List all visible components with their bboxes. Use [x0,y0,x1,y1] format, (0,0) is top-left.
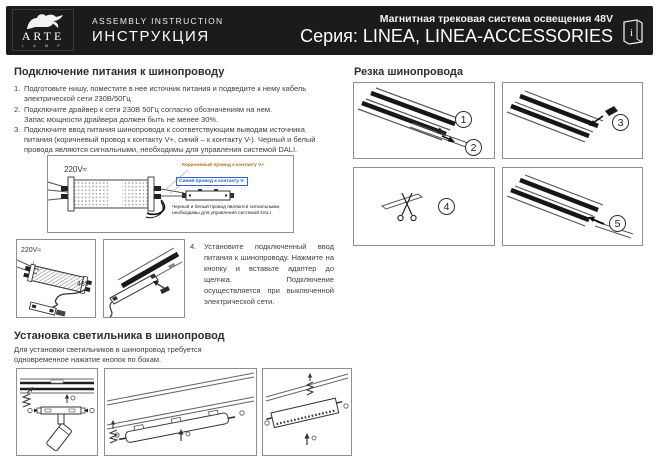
signal-wire-label-line1: Черный и белый провод являются сигнальны… [172,205,281,210]
product-series-title: Серия: LINEA, LINEA-ACCESSORIES [300,26,613,46]
track-cut-illustration-4 [506,174,634,239]
driver-body [23,263,93,295]
power-section-title: Подключение питания к шинопроводу [14,66,225,78]
driver-connection-box: 220V≈ L N 48V [16,239,96,318]
track-cut-illustration-1 [357,87,469,148]
install-step-box-3 [262,368,352,456]
step-number: 3. [14,125,21,134]
power-step-4: 4. Установите подключенный ввод питания … [190,241,334,307]
output-voltage-label: 48V [77,281,90,288]
track-feed-in-box [103,239,185,318]
step-text: Установите подключенный ввод питания к ш… [204,242,334,306]
cut-step-box-2: 3 [502,82,643,159]
install-text-line2: одновременное нажатие кнопок по бокам. [14,355,162,364]
wiring-diagram-box: 220V≈ Коричневый провод к контакту V+ Си… [47,155,294,233]
install-text-line1: Для установки светильников в шинопровод … [14,345,202,354]
header-bar: ARTE L A M P ASSEMBLY INSTRUCTION ИНСТРУ… [6,6,653,55]
step-text-line: провода являются сигнальными, необходимы… [24,145,298,155]
griffin-icon [27,14,63,29]
feed-in-connector [28,301,66,317]
step-text-line: электрической сети 230В/50Гц [24,94,131,104]
header-product-block: Магнитная трековая система освещения 48V… [300,13,613,47]
step-number: 4. [190,242,197,251]
cut-step-badge-1: 1 [455,111,472,128]
header-title-ru: ИНСТРУКЦИЯ [92,28,210,45]
cut-step-box-4: 5 [502,167,643,246]
product-system-title: Магнитная трековая система освещения 48V [379,13,613,25]
cut-step-box-3: 4 [353,167,495,246]
manual-book-icon-glyph: i [623,19,643,45]
brand-subtitle: L A M P [22,43,64,48]
spot-install-illustration [20,378,95,452]
linear-install-illustration [106,372,255,444]
step-number: 2. [14,104,21,114]
line-terminal-label: L [33,261,36,267]
track-cut-illustration-2 [506,90,618,143]
install-section-title: Установка светильника в шинопровод [14,330,225,342]
signal-wire-label-line2: необходимы для управления системой DALI [172,211,271,216]
step-text-line: Подключите ввод питания шинопровода к со… [24,125,305,134]
arte-lamp-logo: ARTE L A M P [12,9,74,51]
step-text-line: питания (коричневый провод к контакту V+… [24,135,316,145]
install-step-box-2 [104,368,257,456]
cutting-section-title: Резка шинопровода [354,66,463,78]
cut-step-box-1: 1 2 [353,82,495,159]
cut-step-badge-2: 2 [465,139,482,156]
cut-step-badge-4: 4 [438,198,455,215]
manual-book-icon: i [621,17,645,45]
cut-step-badge-5: 5 [609,215,626,232]
cut-step-badge-3: 3 [612,114,629,131]
brown-wire-label: Коричневый провод к контакту V+ [182,163,265,168]
step-text-line: Подключите драйвер к сети 230В 50Гц согл… [24,104,273,114]
power-step-1: 1. Подготовьте нишу, поместите в нее ист… [14,84,306,104]
power-step-3: 3. Подключите ввод питания шинопровода к… [14,125,315,156]
step-text-line: Подготовьте нишу, поместите в нее источн… [24,84,307,93]
power-step-2: 2. Подключите драйвер к сети 230В 50Гц с… [14,105,272,125]
brand-name: ARTE [21,29,65,43]
manual-icon-letter: i [630,27,633,39]
blue-wire-label: Синий провод к контакту V- [176,177,248,186]
driver-wiring-illustration [48,169,234,219]
header-title-en: ASSEMBLY INSTRUCTION [92,16,224,26]
step-text-line: Запас мощности драйвера должен быть не м… [24,114,219,124]
folded-install-illustration [264,373,349,445]
voltage-label: 220V≈ [64,165,88,174]
install-step-box-1 [16,368,98,456]
step-number: 1. [14,84,21,93]
driver-voltage-label: 220V≈ [21,247,41,254]
scissors-cut-illustration [380,192,424,222]
track-feed-in-illustration [109,247,183,317]
driver-cable-illustration: 220V≈ L N 48V [17,247,93,317]
